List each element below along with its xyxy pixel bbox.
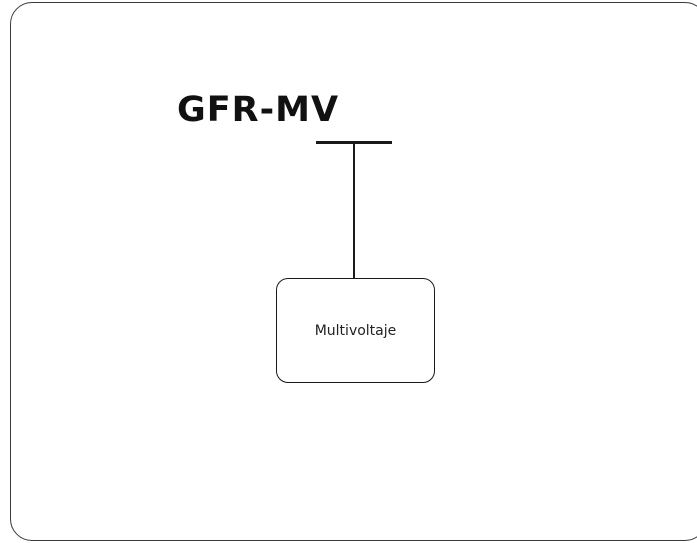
connector-line bbox=[353, 142, 355, 279]
diagram-title: GFR-MV bbox=[177, 90, 340, 130]
node-box-multivoltaje: Multivoltaje bbox=[276, 278, 435, 383]
node-label: Multivoltaje bbox=[314, 322, 397, 339]
